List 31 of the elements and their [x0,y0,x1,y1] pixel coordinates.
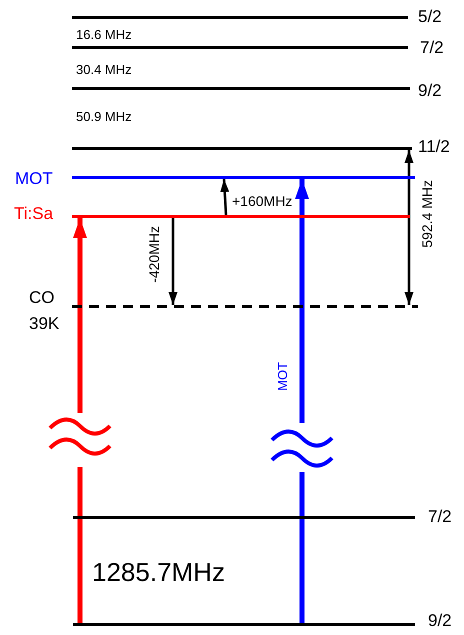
frequency-label: 50.9 MHz [76,110,132,124]
frequency-label: 1285.7MHz [92,558,225,587]
arrow [404,150,414,305]
energy-level-line [72,147,412,150]
arrow [295,179,309,623]
arrow [220,178,230,216]
energy-level-line [73,516,415,519]
energy-level-line [72,305,418,308]
edge-label: 592.4 MHz [420,180,436,248]
energy-level-line [72,215,410,218]
frequency-label: 30.4 MHz [76,63,132,78]
energy-level-line [72,46,408,49]
level-label: 9/2 [428,612,452,631]
level-label: CO 39K [29,287,60,335]
energy-level-line [73,623,415,626]
level-label: 5/2 [418,8,442,27]
arrow [168,218,178,305]
energy-level-line [72,176,415,179]
level-label: 7/2 [420,39,444,58]
level-label: MOT [15,170,53,189]
edge-label: MOT [276,362,290,391]
level-label: 7/2 [428,508,452,527]
level-label: 11/2 [418,138,450,157]
energy-level-line [72,16,408,19]
edge-label: -420MHz [147,226,162,283]
level-label: Ti:Sa [14,205,54,224]
level-label: 9/2 [418,82,442,101]
energy-level-line [72,87,410,90]
frequency-label: 16.6 MHz [76,28,132,42]
arrow [73,218,87,623]
edge-label: +160MHz [232,194,292,210]
